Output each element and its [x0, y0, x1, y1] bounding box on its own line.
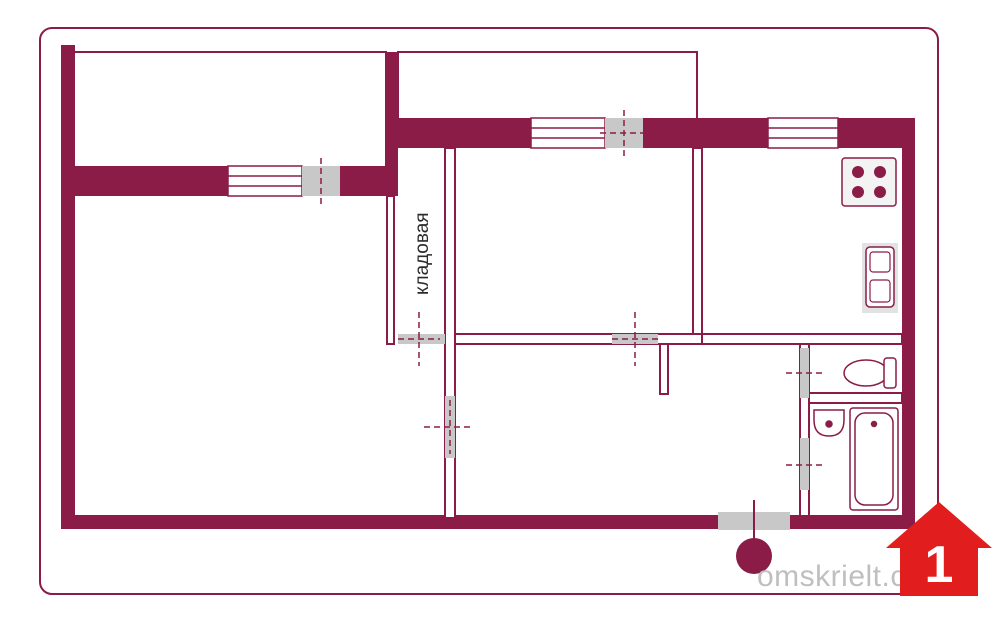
balcony-right: [397, 51, 698, 120]
plan-border: [39, 27, 939, 595]
sink-icon: [862, 243, 898, 313]
window-left: [227, 165, 303, 197]
window-middle: [530, 117, 606, 149]
washbasin-icon: [813, 409, 845, 437]
balcony-left: [75, 51, 387, 166]
logo-numeral: 1: [925, 536, 954, 594]
storage-room-label: кладовая: [412, 212, 433, 295]
bathtub-icon: [849, 407, 899, 511]
windows: [227, 117, 839, 197]
entrance-marker-icon: [736, 500, 772, 574]
interior-walls: [386, 147, 903, 519]
door-marks: [320, 110, 822, 466]
window-right: [767, 117, 839, 149]
toilet-icon: [843, 357, 897, 389]
door-bathroom: [800, 438, 809, 490]
stove-icon: [841, 157, 897, 207]
door-toilet: [800, 348, 809, 398]
house-logo-icon: 1: [886, 502, 992, 596]
